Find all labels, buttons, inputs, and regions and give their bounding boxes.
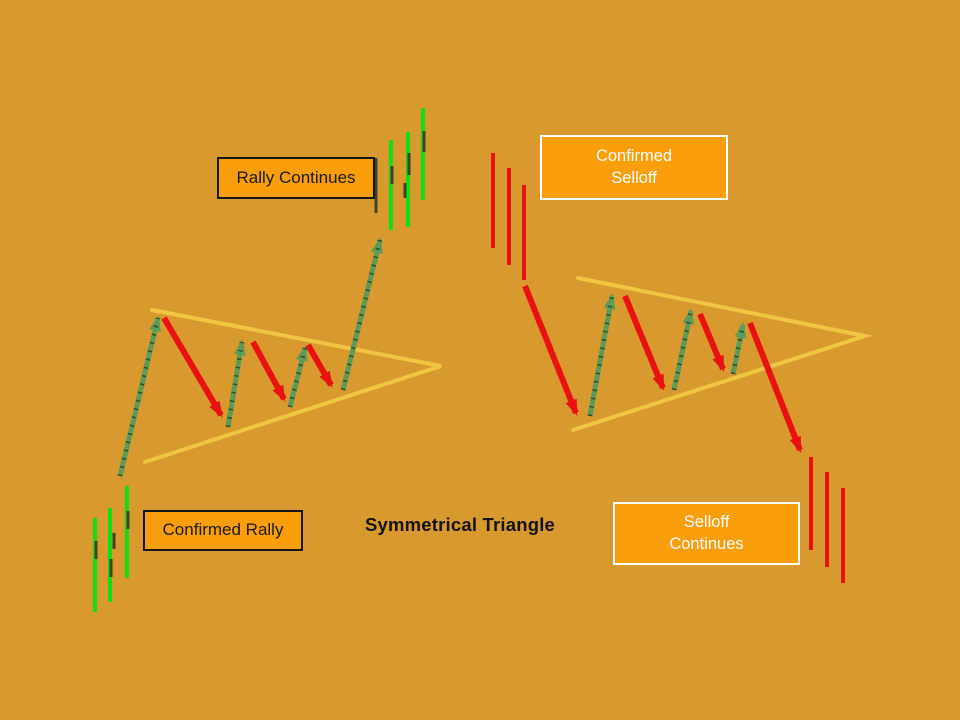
down-arrow <box>250 340 287 402</box>
bull-entry-candles <box>93 486 130 612</box>
bearish-pattern <box>491 153 873 583</box>
rally-continues-text: Rally Continues <box>236 167 356 187</box>
bull-arrows <box>117 237 383 477</box>
bear-breakdown-candles <box>809 457 845 583</box>
down-arrow <box>697 312 726 372</box>
bull-triangle-outline <box>143 308 442 464</box>
down-arrow <box>161 316 224 418</box>
up-arrow-texture <box>225 341 245 428</box>
bullish-pattern <box>93 108 442 612</box>
confirmed-selloff-label: Confirmed Selloff <box>540 135 728 200</box>
rally-continues-label: Rally Continues <box>217 157 375 199</box>
down-arrow <box>522 284 579 416</box>
selloff-continues-line2: Continues <box>669 534 744 553</box>
confirmed-rally-label: Confirmed Rally <box>143 510 303 551</box>
up-arrow-texture <box>587 295 615 417</box>
bear-entry-candles <box>491 153 526 280</box>
down-arrow <box>622 294 666 391</box>
up-arrow <box>117 315 161 477</box>
up-arrow-texture <box>340 239 383 391</box>
selloff-continues-label: Selloff Continues <box>613 502 800 565</box>
up-arrow <box>671 308 695 391</box>
up-arrow <box>287 345 308 408</box>
selloff-continues-line1: Selloff <box>683 512 730 531</box>
confirmed-selloff-line1: Confirmed <box>595 146 673 165</box>
bear-arrows <box>522 284 803 453</box>
bull-breakout-candles <box>374 108 426 230</box>
bear-triangle-outline <box>571 276 873 432</box>
confirmed-rally-text: Confirmed Rally <box>162 520 284 540</box>
up-arrow <box>730 322 747 375</box>
confirmed-selloff-line2: Selloff <box>611 168 657 187</box>
down-arrow <box>305 343 334 388</box>
diagram-title: Symmetrical Triangle <box>364 514 556 535</box>
breakdown-down-arrow <box>747 321 803 453</box>
